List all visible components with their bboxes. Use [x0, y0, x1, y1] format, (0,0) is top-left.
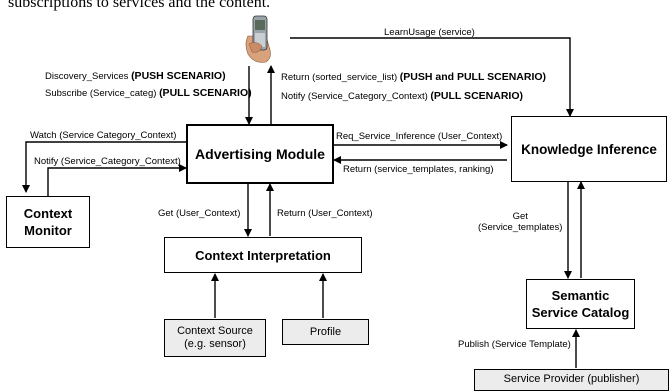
- watch-label: Watch (Service Category_Context): [30, 130, 177, 141]
- semantic-service-catalog-box: Semantic Service Catalog: [526, 279, 635, 329]
- publish-label: Publish (Service Template): [458, 339, 571, 350]
- mobile-phone-icon: [245, 15, 271, 63]
- knowledge-inference-box: Knowledge Inference: [511, 116, 667, 182]
- context-monitor-box: Context Monitor: [6, 196, 90, 248]
- context-source-box: Context Source (e.g. sensor): [164, 319, 266, 357]
- return-service-templates-label: Return (service_templates, ranking): [343, 164, 494, 175]
- subscribe-label: Subscribe (Service_categ) (PULL SCENARIO…: [45, 87, 252, 100]
- notify-service-category-label: Notify (Service_Category_Context) (PULL …: [281, 90, 523, 103]
- discovery-services-label: Discovery_Services (PUSH SCENARIO): [45, 70, 226, 83]
- req-service-inference-label: Req_Service_Inference (User_Context): [336, 131, 503, 142]
- header-text: subscriptions to services and the conten…: [8, 0, 271, 11]
- get-service-templates-label: Get (Service_templates): [478, 211, 563, 233]
- profile-box: Profile: [282, 319, 369, 345]
- return-user-context-label: Return (User_Context): [277, 208, 373, 219]
- service-provider-box: Service Provider (publisher): [474, 369, 669, 391]
- advertising-module-box: Advertising Module: [186, 124, 334, 184]
- get-user-context-label: Get (User_Context): [158, 208, 241, 219]
- notify-context-label: Notify (Service_Category_Context): [34, 156, 181, 167]
- return-sorted-list-label: Return (sorted_service_list) (PUSH and P…: [281, 71, 547, 84]
- context-interpretation-box: Context Interpretation: [164, 237, 362, 273]
- learn-usage-label: LearnUsage (service): [384, 27, 475, 38]
